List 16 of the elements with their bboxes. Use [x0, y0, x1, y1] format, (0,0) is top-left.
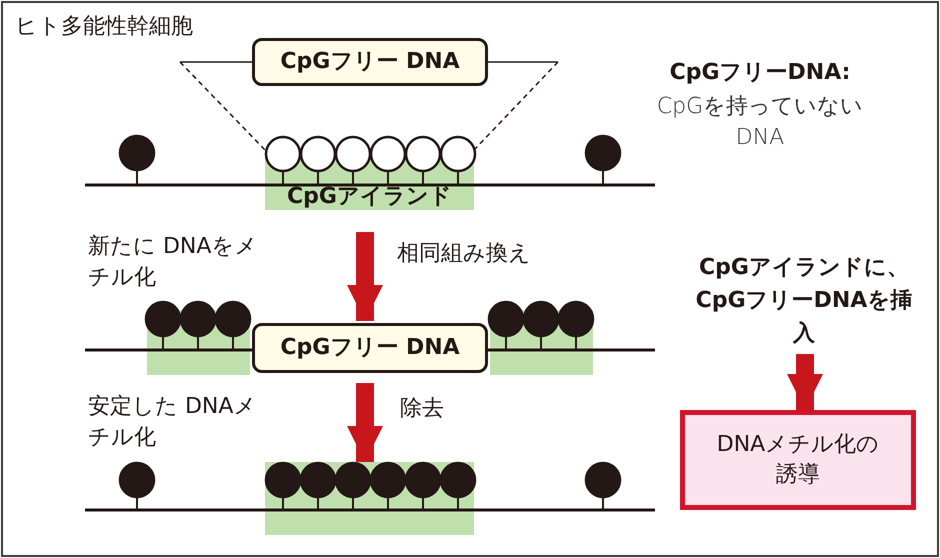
node-label: CpGフリー DNA: [280, 334, 460, 362]
node-label: CpGフリー DNA: [280, 48, 460, 76]
zoom-line: [178, 61, 266, 151]
dna-label-box: [252, 323, 488, 373]
annotation-text: ヒト多能性幹細胞: [15, 13, 193, 41]
annotation-text: 安定した DNAメチル化: [88, 393, 258, 452]
annotation-text: 新たに DNAをメチル化: [88, 233, 258, 292]
dna-label-box: [252, 38, 488, 86]
definition-text: CpGを持っていない DNA: [656, 93, 864, 152]
zoom-line: [473, 61, 560, 151]
arrow: [787, 352, 823, 410]
node-label: CpGアイランドに、CpGフリーDNAを挿入: [695, 254, 913, 348]
result-box: [680, 410, 916, 510]
region-label: CpGアイランド: [287, 183, 452, 212]
node-label: DNAメチル化の誘導: [716, 431, 880, 489]
definition-text: CpGフリーDNA:: [668, 59, 852, 87]
